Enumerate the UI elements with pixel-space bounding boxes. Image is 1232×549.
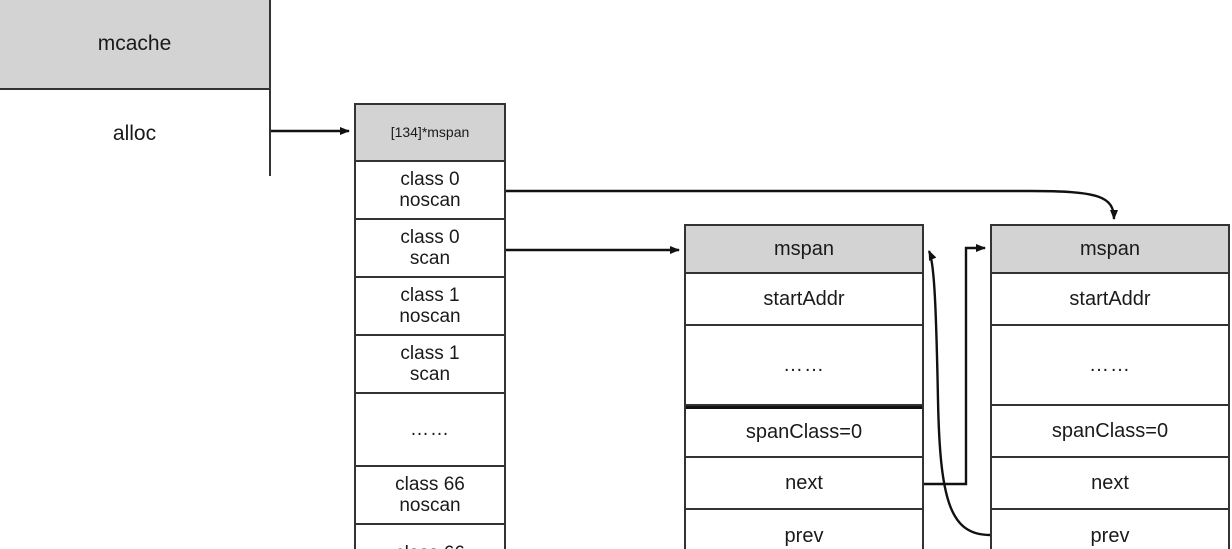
mspan-left-next-row: next [686,458,922,510]
connector-class0-noscan-to-mspan-right [506,189,1118,220]
mspan-right-startaddr-label: startAddr [1069,287,1151,310]
mcache-header: mcache [0,0,269,90]
mspan-left-prev-row: prev [686,510,922,549]
mspan-left-next-label: next [785,471,823,494]
mspan-right-next-label: next [1091,471,1129,494]
mspan-left-startaddr-label: startAddr [763,287,845,310]
alloc-array-cell-class66-noscan: class 66 noscan [356,467,504,525]
alloc-cell-text: class 66 [356,543,504,549]
mcache-box: mcache alloc [0,0,271,178]
mcache-header-label: mcache [97,32,172,56]
alloc-cell-text: class 66 noscan [395,473,465,516]
alloc-array-cell-class1-noscan: class 1 noscan [356,278,504,336]
mspan-left-header: mspan [686,226,922,274]
mspan-left-header-label: mspan [773,237,835,260]
alloc-cell-text: class 1 noscan [399,284,461,327]
mcache-alloc-row: alloc [0,90,269,178]
alloc-array-cell-class66-scan: class 66 [356,525,504,549]
mspan-left-startaddr-row: startAddr [686,274,922,326]
mspan-right-prev-row: prev [992,510,1228,549]
alloc-array-cell-class1-scan: class 1 scan [356,336,504,394]
alloc-cell-text: class 1 scan [400,342,460,385]
mspan-left-spanclass-row: spanClass=0 [686,406,922,458]
alloc-array-header: [134]*mspan [356,105,504,162]
mspan-left-spanclass-label: spanClass=0 [745,421,863,444]
mspan-right-ellipsis-label: …… [1089,353,1131,376]
mspan-right-header: mspan [992,226,1228,274]
connector-next-to-mspan-right [924,244,986,486]
mspan-left-ellipsis-row: …… [686,326,922,406]
alloc-array-cell-class0-noscan: class 0 noscan [356,162,504,220]
mspan-right-prev-label: prev [1090,524,1130,547]
alloc-array-cell-class0-scan: class 0 scan [356,220,504,278]
mspan-right-spanclass-label: spanClass=0 [1051,419,1169,442]
alloc-cell-text: …… [410,418,450,440]
mspan-right-header-label: mspan [1079,237,1141,260]
mspan-left-prev-label: prev [784,524,824,547]
mspan-right-next-row: next [992,458,1228,510]
mspan-right-startaddr-row: startAddr [992,274,1228,326]
mspan-left-box: mspan startAddr …… spanClass=0 next prev [684,224,924,549]
mspan-right-box: mspan startAddr …… spanClass=0 next prev [990,224,1230,549]
connector-prev-to-mspan-left [927,250,991,537]
alloc-array-cell-ellipsis: …… [356,394,504,467]
mspan-left-ellipsis-label: …… [783,353,825,376]
mcache-alloc-label: alloc [112,122,157,146]
mspan-right-spanclass-row: spanClass=0 [992,406,1228,458]
alloc-cell-text: class 0 noscan [399,168,461,211]
alloc-array-header-label: [134]*mspan [390,123,470,140]
alloc-cell-text: class 0 scan [400,226,460,269]
mspan-right-ellipsis-row: …… [992,326,1228,406]
alloc-array-box: [134]*mspan class 0 noscan class 0 scan … [354,103,506,549]
